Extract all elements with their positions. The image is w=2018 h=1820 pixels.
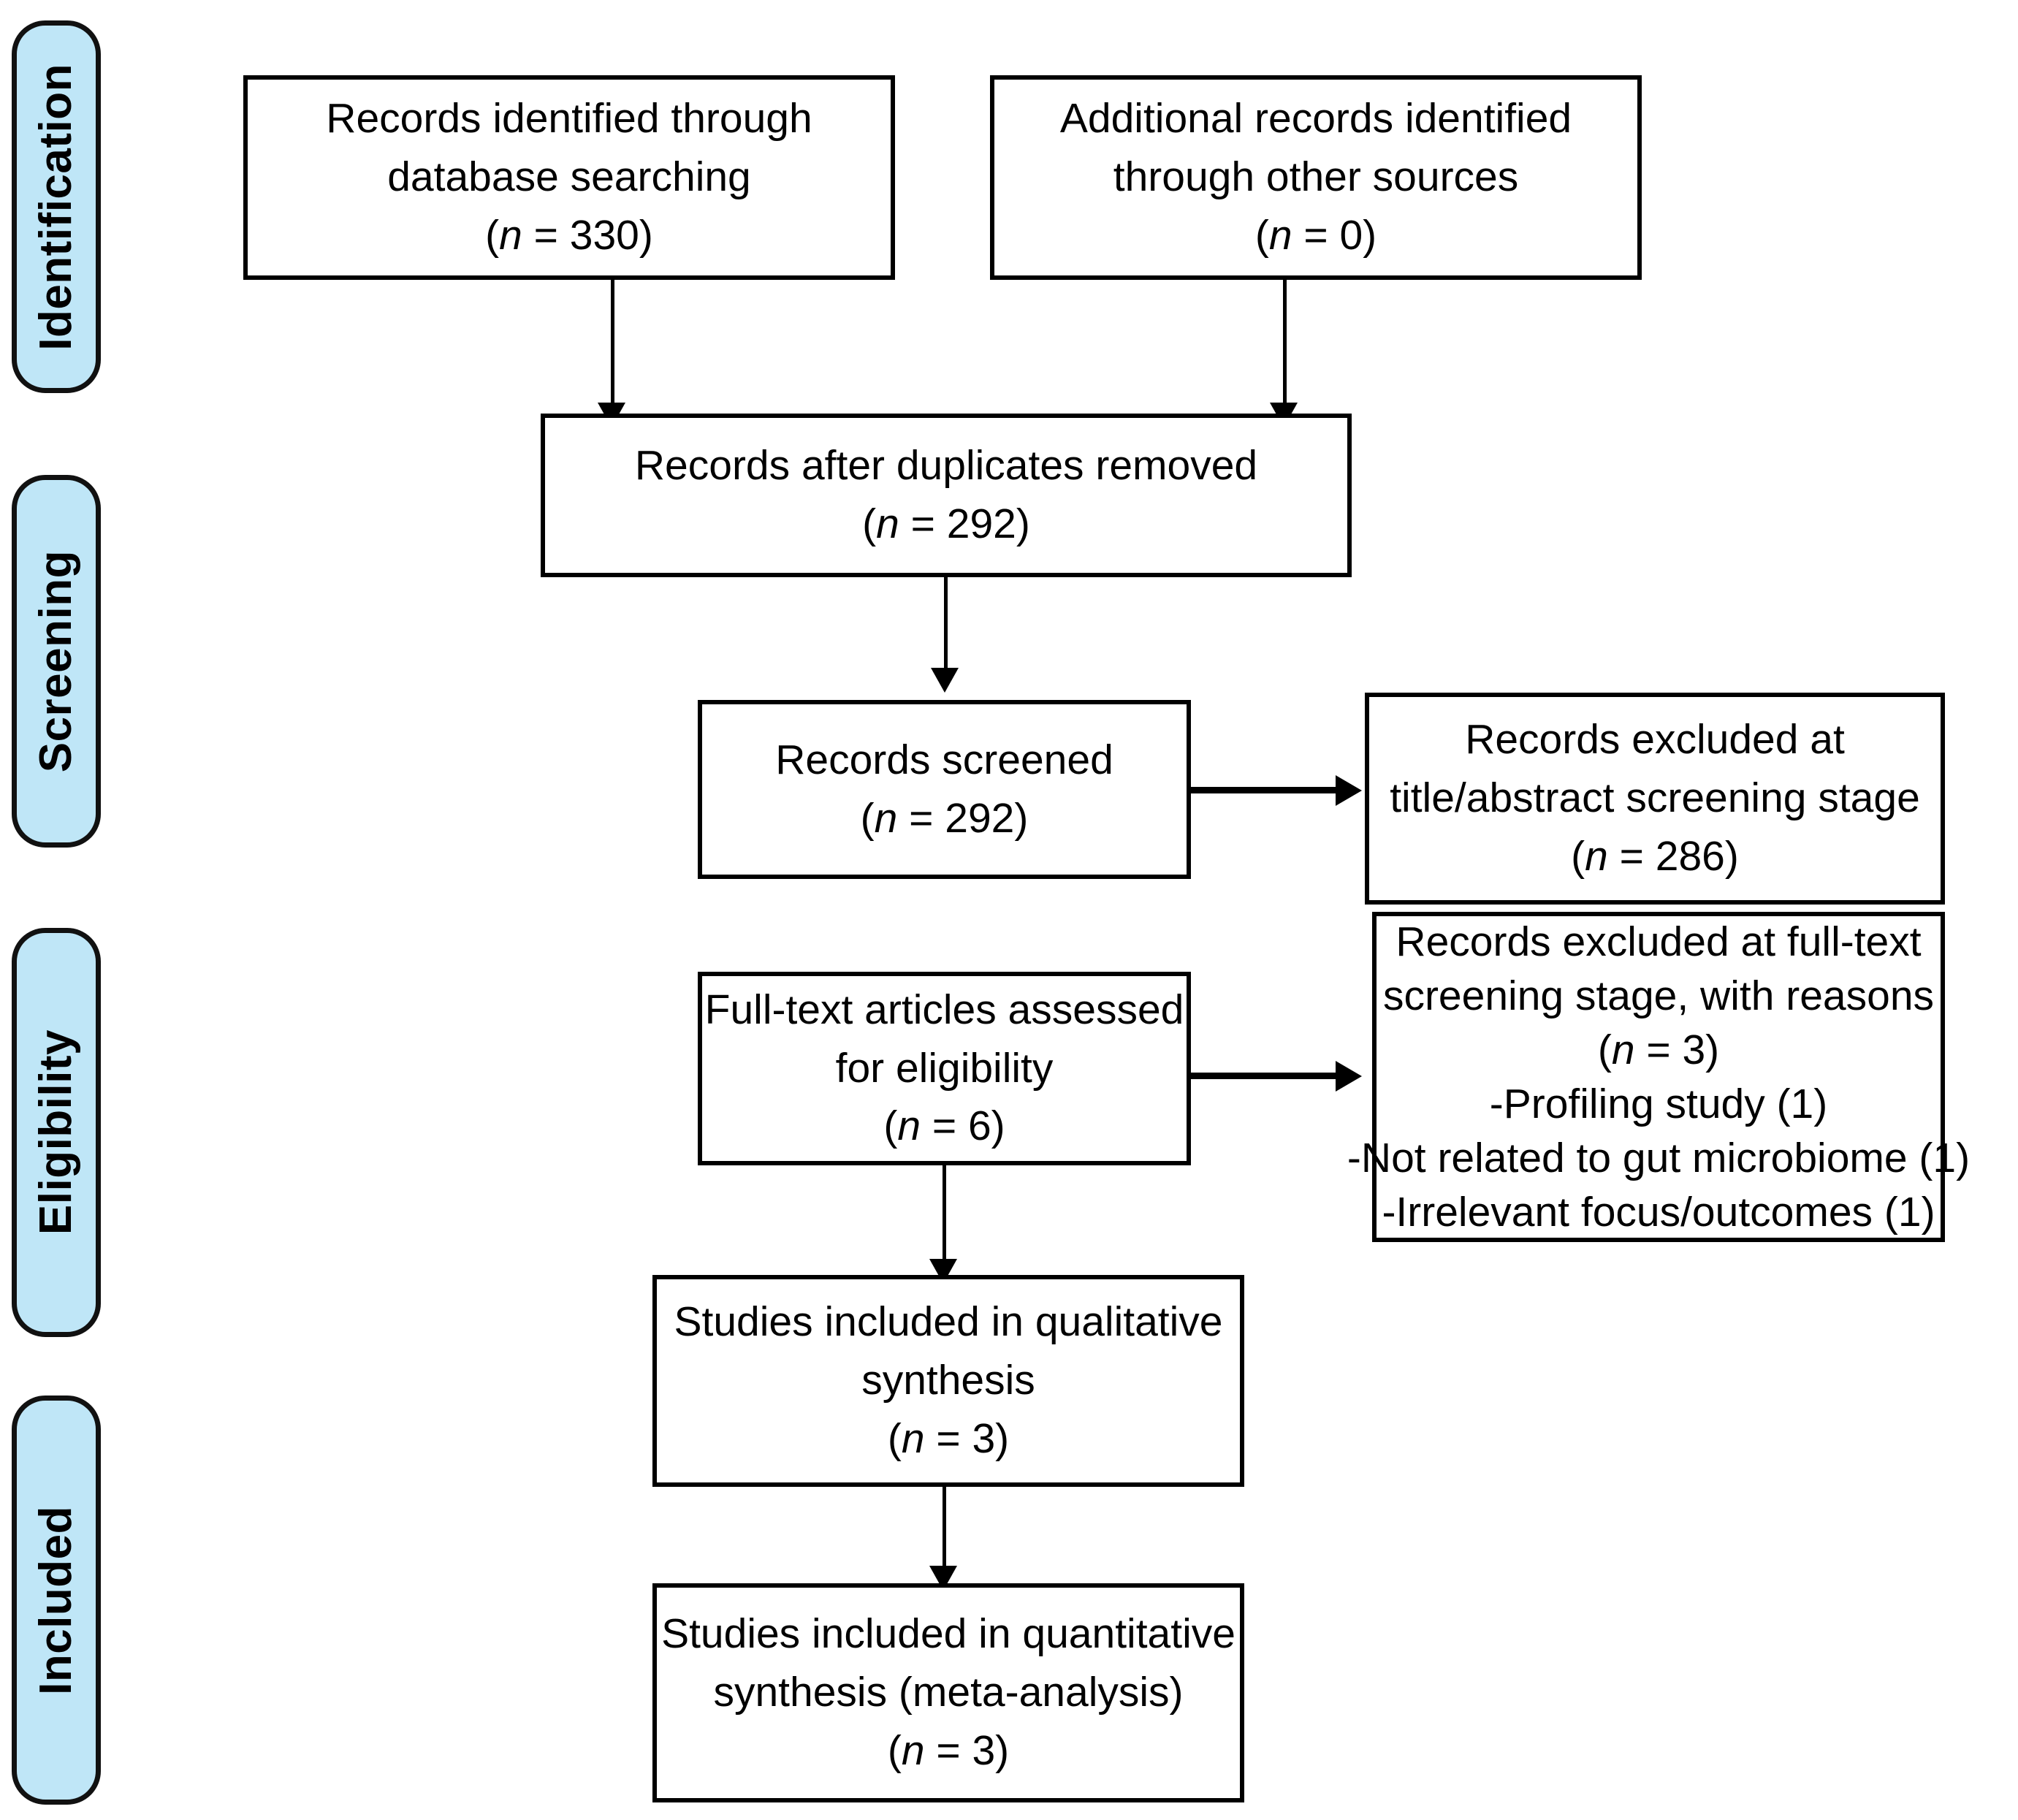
connector-fulltext-to-excluded — [1191, 1073, 1337, 1079]
connector-screened-to-excluded — [1191, 787, 1337, 793]
connector-duplicates-to-screened — [944, 577, 948, 671]
box-line: Additional records identified — [1059, 95, 1572, 142]
stage-pill-identification: Identification — [12, 20, 101, 393]
stage-label-included: Included — [31, 1505, 81, 1695]
box-line: through other sources — [1113, 153, 1519, 201]
box-line: Records after duplicates removed — [634, 442, 1258, 490]
stage-label-eligibility: Eligibility — [31, 1029, 81, 1235]
box-count: (n = 286) — [1571, 832, 1739, 880]
box-count: (n = 3) — [887, 1726, 1010, 1774]
box-count: (n = 292) — [862, 500, 1030, 547]
box-records-excluded-title-abstract: Records excluded at title/abstract scree… — [1365, 693, 1945, 905]
box-line: Records excluded at — [1465, 716, 1845, 764]
box-fulltext-articles-assessed: Full-text articles assessed for eligibil… — [698, 972, 1191, 1165]
box-line: Studies included in qualitative — [674, 1298, 1223, 1346]
arrowhead-screened-to-excluded — [1336, 775, 1362, 806]
box-records-after-duplicates-removed: Records after duplicates removed (n = 29… — [541, 414, 1352, 577]
stage-label-screening: Screening — [31, 549, 81, 773]
box-line: Records identified through — [326, 95, 812, 142]
box-count: (n = 330) — [485, 211, 653, 259]
stage-pill-eligibility: Eligibility — [12, 928, 101, 1337]
connector-identified-to-duplicates — [611, 280, 614, 405]
box-reason-line: -Profiling study (1) — [1489, 1081, 1828, 1127]
box-reason-line: -Not related to gut microbiome (1) — [1347, 1135, 1971, 1182]
connector-fulltext-to-qualitative — [943, 1165, 946, 1262]
box-line: Full-text articles assessed — [704, 986, 1184, 1033]
box-line: Records excluded at full-text — [1396, 918, 1922, 965]
box-count: (n = 292) — [860, 794, 1029, 842]
box-line: database searching — [387, 153, 751, 201]
box-studies-quantitative-synthesis: Studies included in quantitative synthes… — [652, 1583, 1244, 1802]
box-additional-records-other-sources: Additional records identified through ot… — [990, 75, 1642, 280]
box-count: (n = 3) — [1597, 1026, 1720, 1073]
box-line: title/abstract screening stage — [1390, 774, 1920, 822]
box-records-identified-database: Records identified through database sear… — [243, 75, 895, 280]
box-studies-qualitative-synthesis: Studies included in qualitative synthesi… — [652, 1275, 1244, 1487]
box-line: Studies included in quantitative — [661, 1610, 1235, 1658]
box-line: synthesis — [861, 1357, 1035, 1404]
box-reason-line: -Irrelevant focus/outcomes (1) — [1382, 1189, 1935, 1236]
stage-pill-included: Included — [12, 1396, 101, 1805]
box-line: for eligibility — [835, 1044, 1054, 1092]
box-line: synthesis (meta-analysis) — [713, 1669, 1184, 1716]
box-count: (n = 6) — [883, 1103, 1005, 1150]
box-count: (n = 0) — [1254, 211, 1377, 259]
box-records-excluded-fulltext: Records excluded at full-text screening … — [1347, 912, 1970, 1242]
arrowhead-duplicates-to-screened — [931, 668, 959, 693]
connector-qualitative-to-quantitative — [943, 1487, 946, 1569]
box-records-screened: Records screened (n = 292) — [698, 700, 1191, 879]
arrowhead-fulltext-to-excluded — [1336, 1061, 1362, 1092]
box-count: (n = 3) — [887, 1415, 1010, 1462]
box-line: screening stage, with reasons — [1382, 972, 1935, 1019]
box-line: Records screened — [775, 736, 1113, 783]
stage-label-identification: Identification — [31, 63, 81, 351]
connector-additional-to-duplicates — [1283, 280, 1287, 405]
stage-pill-screening: Screening — [12, 475, 101, 848]
